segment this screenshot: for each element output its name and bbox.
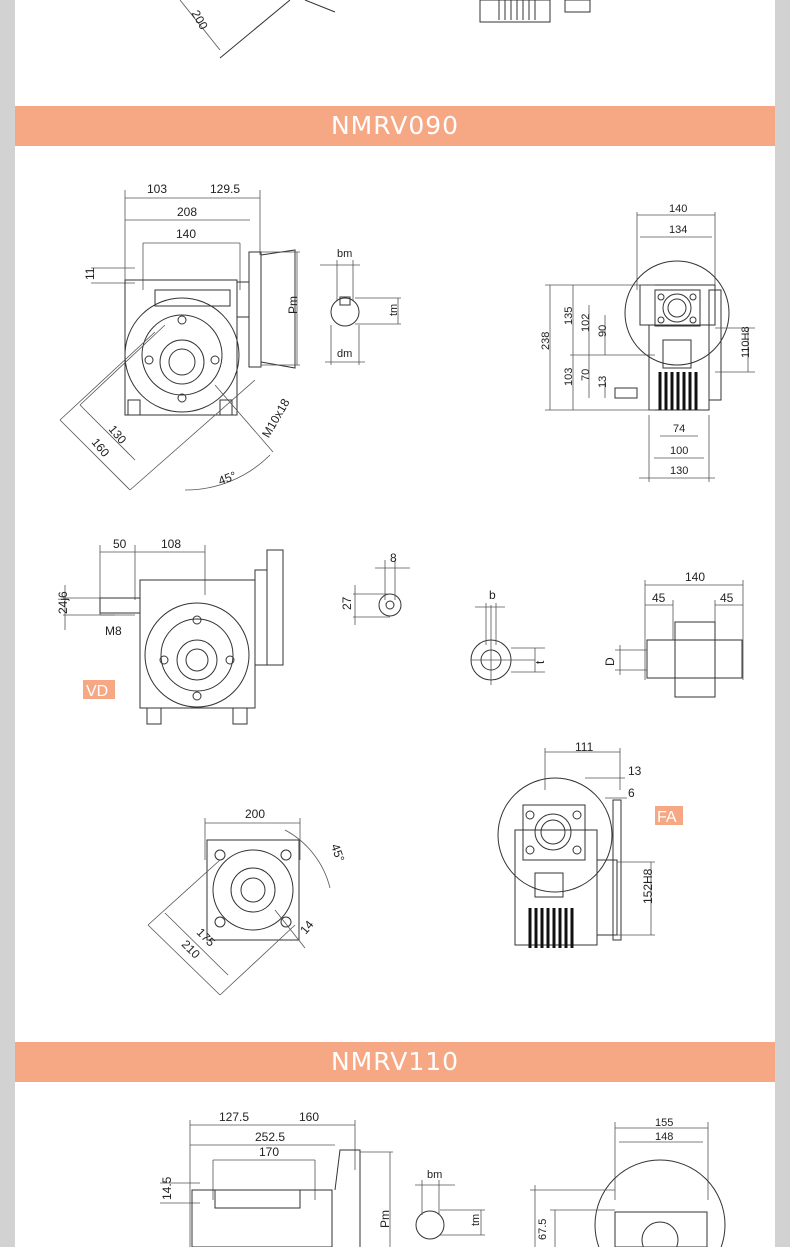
dim-27: 27 <box>340 596 354 610</box>
dim-129-5: 129.5 <box>210 182 240 196</box>
angle-45-flange: 45° <box>328 842 347 864</box>
top-partial-side-view <box>479 0 591 23</box>
vd-tag: VD <box>83 680 115 700</box>
dim-70: 70 <box>580 369 592 381</box>
dim-45-right: 45 <box>720 591 734 605</box>
dim-140-shaft: 140 <box>685 570 705 584</box>
label-m8: M8 <box>105 624 122 638</box>
dim-208: 208 <box>177 205 197 219</box>
dim-160-110: 160 <box>299 1110 319 1124</box>
dim-252-5: 252.5 <box>255 1130 285 1144</box>
angle-45: 45° <box>216 468 238 487</box>
dim-11: 11 <box>83 267 97 280</box>
label-m10x18: M10x18 <box>259 396 293 440</box>
dim-200-flange: 200 <box>245 807 265 821</box>
dim-200-top: 200 <box>189 8 211 33</box>
technical-drawings: 200 103 129.5 208 140 <box>56 0 755 1247</box>
dim-14-5: 14.5 <box>160 1176 174 1200</box>
dim-140-side: 140 <box>669 203 687 215</box>
dim-90: 90 <box>597 325 609 337</box>
label-bm: bm <box>337 248 352 260</box>
nmrv110-front-view: 127.5 160 252.5 170 14.5 Pm <box>160 1110 393 1247</box>
dim-148: 148 <box>655 1131 673 1143</box>
nmrv110-side-view: 155 148 67.5 <box>530 1117 726 1247</box>
label-d: D <box>603 657 617 666</box>
dim-6: 6 <box>628 786 635 800</box>
dim-24j6: 24j6 <box>56 591 70 614</box>
nmrv090-side-view: 140 134 <box>540 203 755 482</box>
dim-67-5: 67.5 <box>537 1219 549 1240</box>
dim-140: 140 <box>176 227 196 241</box>
label-tm: tm <box>388 304 400 316</box>
dim-152h8: 152H8 <box>641 868 655 904</box>
dim-103: 103 <box>147 182 167 196</box>
nmrv090-hollow-key: b t <box>470 588 547 685</box>
dim-110h8: 110H8 <box>740 326 752 358</box>
section-banner-nmrv090: NMRV090 <box>15 106 775 146</box>
dim-134-side: 134 <box>669 224 687 236</box>
dim-238: 238 <box>540 332 552 350</box>
nmrv090-vd-view: 50 108 24j6 M8 VD <box>56 537 284 725</box>
dim-100-side: 100 <box>670 445 688 457</box>
dim-210: 210 <box>179 937 203 961</box>
top-partial-front-view: 200 <box>179 0 336 59</box>
dim-130-side: 130 <box>670 465 688 477</box>
dim-170: 170 <box>259 1145 279 1159</box>
dim-50: 50 <box>113 537 127 551</box>
label-bm-110: bm <box>427 1169 442 1181</box>
dim-13-fa: 13 <box>628 764 642 778</box>
label-dm: dm <box>337 348 352 360</box>
dim-155: 155 <box>655 1117 673 1129</box>
label-pm: Pm <box>286 296 300 314</box>
dim-74: 74 <box>673 423 685 435</box>
label-b: b <box>489 588 496 602</box>
dim-45-left: 45 <box>652 591 666 605</box>
label-tm-110: tm <box>470 1214 482 1226</box>
dim-103-side: 103 <box>563 368 575 386</box>
dim-160: 160 <box>89 435 113 460</box>
label-t: t <box>533 660 547 664</box>
dim-127-5: 127.5 <box>219 1110 249 1124</box>
nmrv090-fa-view: 111 13 6 FA <box>497 740 683 948</box>
nmrv090-front-view: 103 129.5 208 140 11 <box>59 182 300 491</box>
nmrv090-key-detail: bm tm dm <box>320 248 401 365</box>
dim-8: 8 <box>390 551 397 565</box>
dim-111: 111 <box>575 740 594 754</box>
dim-102: 102 <box>580 314 592 332</box>
nmrv090-shaft: 140 45 45 D <box>603 570 744 698</box>
dim-130: 130 <box>106 422 130 447</box>
nmrv110-key-detail: bm tm <box>415 1169 485 1240</box>
dim-14: 14 <box>297 917 317 936</box>
catalog-page: NMRV090 NMRV110 200 <box>15 0 775 1247</box>
label-pm-110: Pm <box>378 1210 392 1228</box>
nmrv090-flange-view: 200 45° 175 210 14 <box>147 807 347 996</box>
fa-tag: FA <box>655 806 683 826</box>
dim-135: 135 <box>563 307 575 325</box>
dim-108: 108 <box>161 537 181 551</box>
section-banner-nmrv110: NMRV110 <box>15 1042 775 1082</box>
dim-13-side: 13 <box>597 376 609 388</box>
nmrv090-shaft-key: 8 27 <box>340 551 410 625</box>
svg-text:FA: FA <box>657 809 677 826</box>
svg-text:VD: VD <box>86 683 108 700</box>
